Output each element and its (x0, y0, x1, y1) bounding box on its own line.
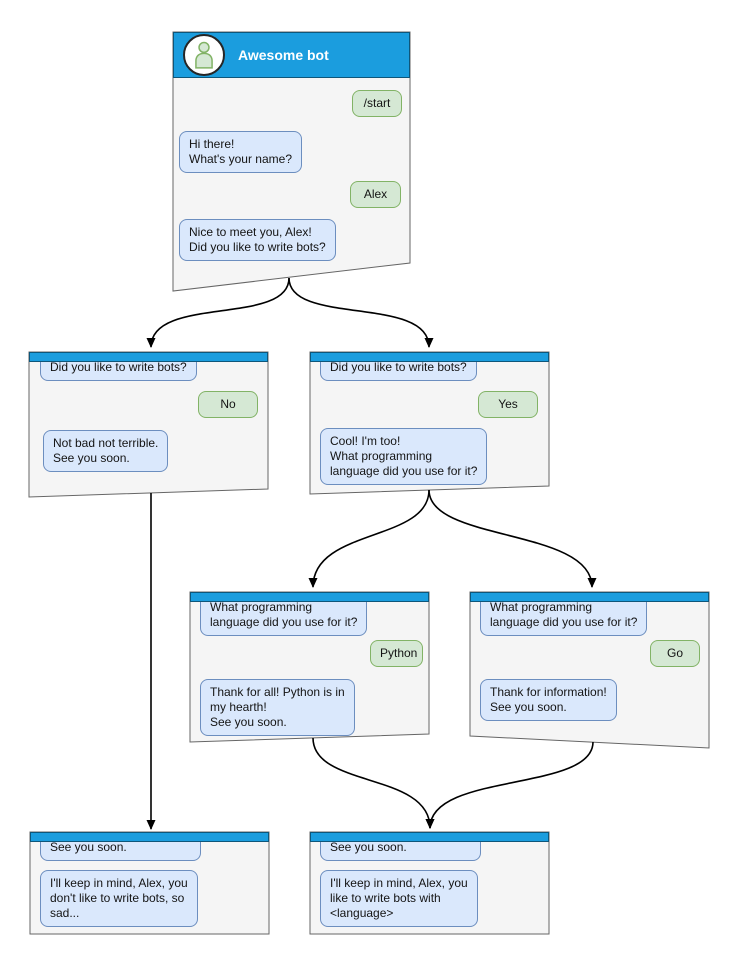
branch-yes-header (310, 352, 549, 362)
go-window: What programming language did you use fo… (470, 592, 709, 748)
final-yes-header (310, 832, 549, 842)
python-header (190, 592, 429, 602)
arrow-root-to-no (146, 277, 290, 348)
person-icon (195, 41, 213, 69)
branch-yes-window: Did you like to write bots? Yes Cool! I'… (310, 352, 549, 494)
chat-header: Awesome bot (173, 32, 410, 78)
final-no-window: See you soon. I'll keep in mind, Alex, y… (30, 832, 269, 934)
bot-reply-bubble: Not bad not terrible. See you soon. (43, 430, 169, 472)
branch-no-header (29, 352, 268, 362)
user-answer-yes: Yes (478, 391, 538, 418)
bot-message-hi: Hi there! What's your name? (179, 131, 303, 173)
chat-title: Awesome bot (238, 47, 329, 63)
go-header (470, 592, 709, 602)
bot-reply-bubble: Cool! I'm too! What programming language… (320, 428, 488, 485)
user-answer-python: Python (370, 640, 423, 667)
arrow-go-to-final (425, 741, 594, 829)
user-message-alex: Alex (350, 181, 401, 208)
avatar (183, 34, 225, 76)
bot-reply-bubble: Thank for all! Python is in my hearth! S… (200, 679, 355, 736)
user-answer-go: Go (650, 640, 700, 667)
arrow-yes-to-python (308, 489, 430, 588)
bot-reply-bubble: I'll keep in mind, Alex, you don't like … (40, 870, 198, 927)
user-message-start: /start (352, 90, 402, 117)
final-yes-window: See you soon. I'll keep in mind, Alex, y… (310, 832, 549, 934)
bot-message-nice: Nice to meet you, Alex! Did you like to … (179, 219, 336, 261)
arrow-root-to-yes (288, 277, 434, 348)
user-answer-no: No (198, 391, 258, 418)
python-window: What programming language did you use fo… (190, 592, 429, 742)
arrow-yes-to-go (428, 489, 597, 588)
bot-reply-bubble: I'll keep in mind, Alex, you like to wri… (320, 870, 478, 927)
final-no-header (30, 832, 269, 842)
bot-reply-bubble: Thank for information! See you soon. (480, 679, 617, 721)
arrow-python-to-final (312, 737, 435, 829)
root-chat-window: Awesome bot /start Hi there! What's your… (173, 32, 410, 291)
branch-no-window: Did you like to write bots? No Not bad n… (29, 352, 268, 497)
